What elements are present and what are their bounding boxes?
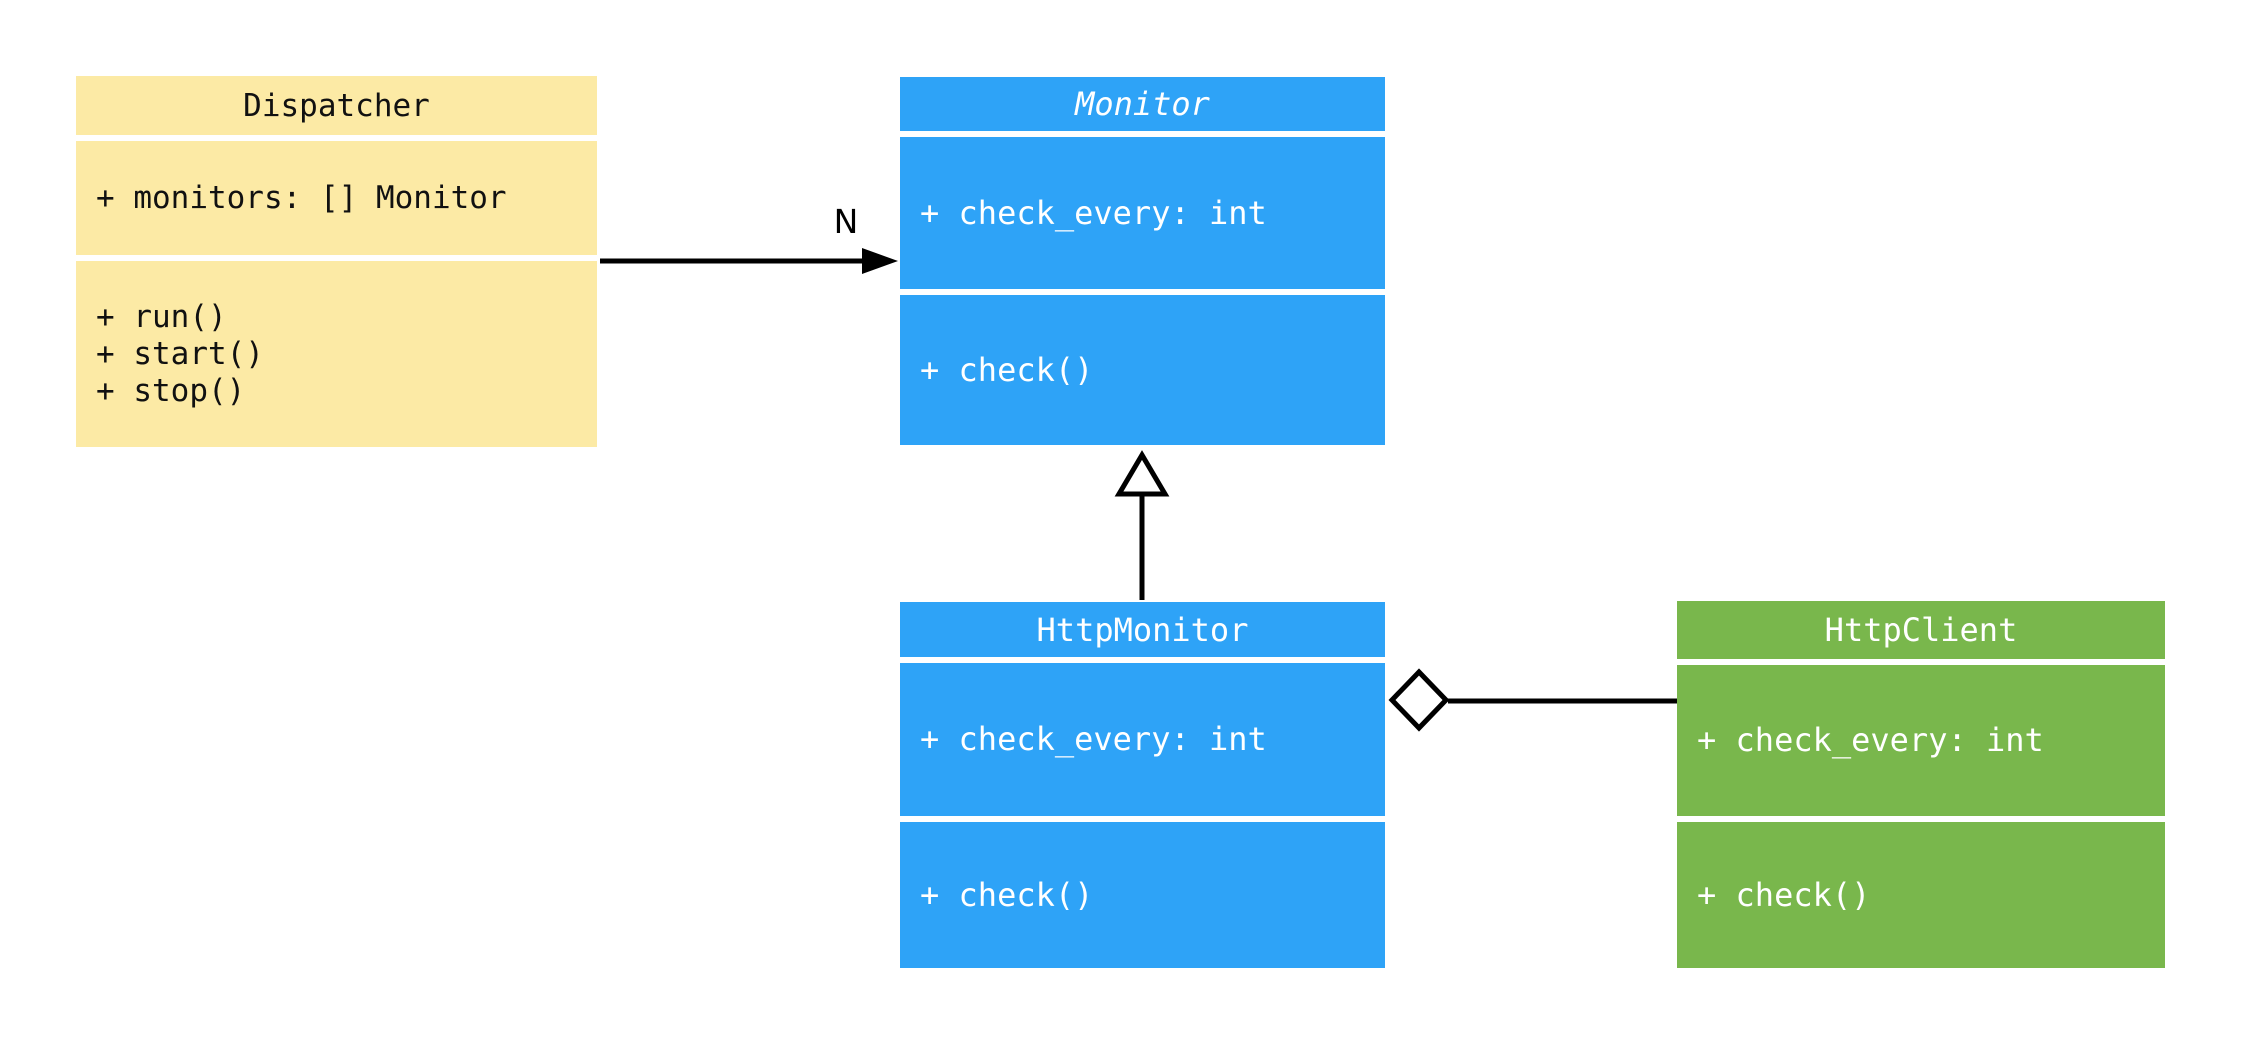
method-line: + check() — [1697, 875, 1871, 914]
class-httpmonitor-attributes: + check_every: int — [900, 663, 1385, 816]
class-dispatcher: Dispatcher + monitors: [] Monitor + run(… — [76, 76, 597, 447]
method-line: + run() — [96, 298, 227, 335]
aggregation-httpmonitor-httpclient — [1388, 668, 1677, 732]
hollow-triangle-icon — [1114, 450, 1170, 497]
method-line: + check() — [920, 350, 1094, 389]
class-httpclient: HttpClient + check_every: int + check() — [1677, 601, 2165, 968]
attribute-line: + monitors: [] Monitor — [96, 179, 507, 216]
class-httpclient-title: HttpClient — [1677, 601, 2165, 659]
class-monitor-title: Monitor — [900, 77, 1385, 131]
class-httpclient-methods: + check() — [1677, 822, 2165, 968]
class-httpmonitor-title: HttpMonitor — [900, 602, 1385, 657]
attribute-line: + check_every: int — [920, 193, 1267, 232]
method-line: + check() — [920, 875, 1094, 914]
association-multiplicity-label: N — [833, 202, 859, 241]
class-dispatcher-attributes: + monitors: [] Monitor — [76, 141, 597, 255]
class-httpmonitor: HttpMonitor + check_every: int + check() — [900, 602, 1385, 968]
attribute-line: + check_every: int — [920, 720, 1267, 758]
inheritance-httpmonitor-monitor — [1114, 450, 1170, 600]
class-httpclient-attributes: + check_every: int — [1677, 665, 2165, 816]
arrowhead-icon — [862, 248, 898, 274]
method-line: + start() — [96, 335, 264, 372]
class-dispatcher-methods: + run() + start() + stop() — [76, 261, 597, 447]
method-line: + stop() — [96, 372, 246, 409]
class-dispatcher-title: Dispatcher — [76, 76, 597, 135]
hollow-diamond-icon — [1388, 668, 1450, 732]
association-dispatcher-monitor — [600, 248, 898, 274]
class-monitor: Monitor + check_every: int + check() — [900, 77, 1385, 445]
class-httpmonitor-methods: + check() — [900, 822, 1385, 968]
attribute-line: + check_every: int — [1697, 721, 2044, 759]
class-monitor-methods: + check() — [900, 295, 1385, 445]
class-monitor-attributes: + check_every: int — [900, 137, 1385, 289]
